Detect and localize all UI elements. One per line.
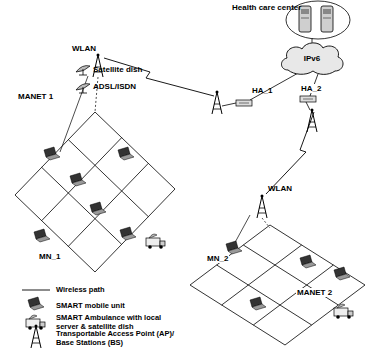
network-label: MANET 1 bbox=[18, 92, 53, 101]
cloud-label: IPv6 bbox=[278, 54, 346, 63]
link-label: Satellite dish bbox=[93, 65, 142, 74]
network-label: MANET 2 bbox=[296, 288, 333, 297]
node-label: MN_1 bbox=[38, 252, 61, 261]
ap-label: WLAN bbox=[72, 44, 96, 53]
link-label: ADSL/ISDN bbox=[93, 82, 136, 91]
center-label: Health care center bbox=[232, 3, 301, 12]
legend-text: Wireless path bbox=[56, 286, 176, 295]
network-cloud: IPv6 bbox=[278, 40, 346, 76]
legend-text: SMART mobile unit bbox=[56, 302, 176, 311]
agent-label: HA_1 bbox=[252, 86, 272, 95]
legend-text: SMART Ambulance with local server & sate… bbox=[56, 314, 166, 331]
agent-label: HA_2 bbox=[300, 84, 322, 93]
ap-label: WLAN bbox=[268, 184, 292, 193]
node-label: MN_2 bbox=[206, 254, 229, 263]
legend-text: Transportable Access Point (AP)/ Base St… bbox=[56, 330, 181, 347]
